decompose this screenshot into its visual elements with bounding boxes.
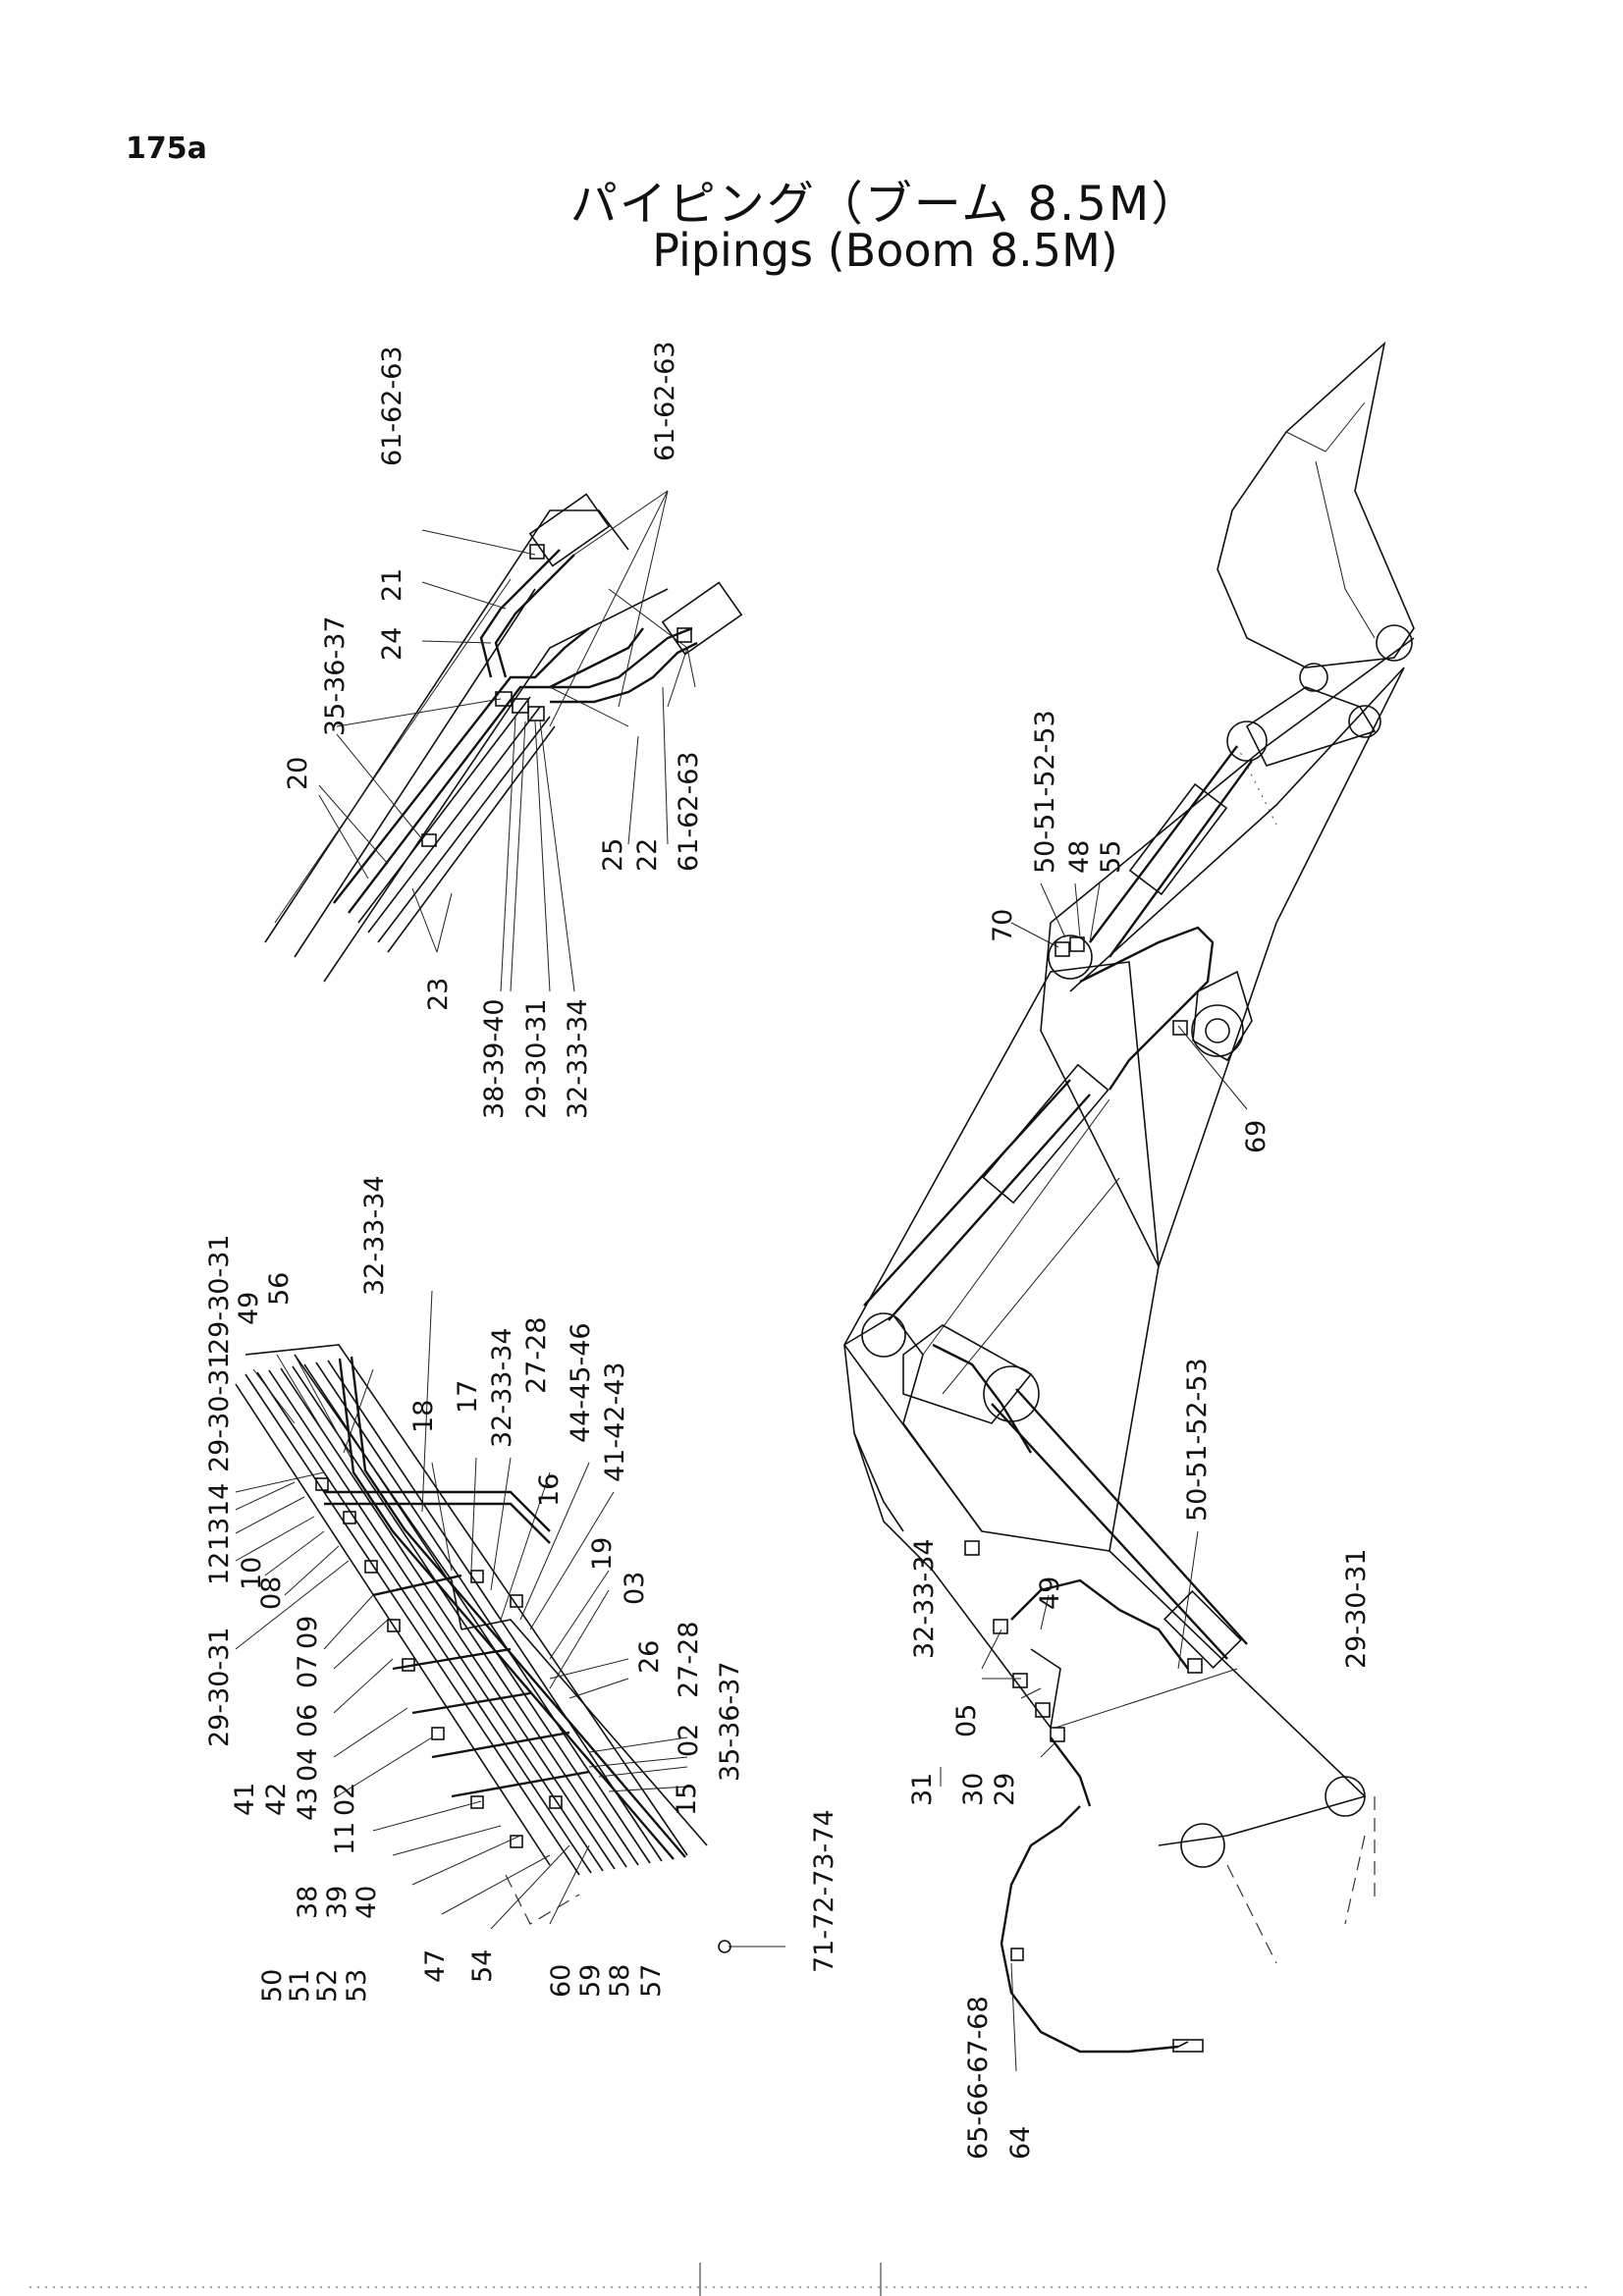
callout-left-35-36-37: 35-36-37 xyxy=(715,1661,745,1782)
callout-top-12: 22 xyxy=(632,838,663,872)
callout-left-52: 52 xyxy=(312,1969,343,2002)
callout-right-48: 48 xyxy=(1064,840,1095,874)
callout-left-43: 43 xyxy=(293,1788,323,1821)
callout-left-50: 50 xyxy=(257,1969,288,2002)
callout-left-56: 56 xyxy=(264,1272,295,1306)
callout-left-09: 09 xyxy=(293,1616,323,1649)
callout-right-05: 05 xyxy=(951,1704,982,1737)
callout-left-42: 42 xyxy=(261,1783,292,1816)
callout-right-64: 64 xyxy=(1005,2126,1036,2160)
callout-top-8: 38-39-40 xyxy=(479,998,510,1119)
callout-top-5: 35-36-37 xyxy=(320,615,351,736)
callout-right-32-33-34: 32-33-34 xyxy=(909,1538,940,1659)
callout-left-02-b: 02 xyxy=(674,1724,704,1757)
callout-left-47: 47 xyxy=(420,1949,451,1983)
callout-left-27-28-b: 27-28 xyxy=(674,1622,704,1698)
callout-right-70: 70 xyxy=(988,909,1018,942)
top-callouts: 61-62-63 61-62-63 21 24 35-36-37 20 23 3… xyxy=(283,341,704,1119)
callout-left-40: 40 xyxy=(352,1886,382,1919)
callout-left-19: 19 xyxy=(587,1537,618,1571)
callout-top-3: 21 xyxy=(377,568,407,602)
callout-left-32-33-34-b: 32-33-34 xyxy=(487,1327,517,1448)
callout-top-9: 29-30-31 xyxy=(521,998,552,1119)
callout-left-26: 26 xyxy=(634,1640,665,1674)
callout-left-32-33-34-a: 32-33-34 xyxy=(359,1175,390,1296)
title-english: Pipings (Boom 8.5M) xyxy=(652,224,1118,277)
callout-right-65-66-67-68: 65-66-67-68 xyxy=(963,1996,994,2160)
callout-top-7: 23 xyxy=(423,978,454,1011)
callout-left-59: 59 xyxy=(575,1964,606,1998)
callout-left-04: 04 xyxy=(293,1748,323,1782)
callout-right-29: 29 xyxy=(990,1773,1020,1806)
callout-right-30: 30 xyxy=(958,1773,989,1806)
callout-left-18: 18 xyxy=(408,1400,439,1433)
callout-left-17: 17 xyxy=(453,1380,483,1414)
callout-left-13: 13 xyxy=(204,1518,235,1551)
right-leaders xyxy=(981,882,1248,2072)
callout-left-51: 51 xyxy=(285,1969,315,2002)
callout-left-08: 08 xyxy=(256,1576,287,1610)
callout-top-6: 20 xyxy=(283,757,313,790)
callout-left-29-30-31-a: 29-30-31 xyxy=(204,1352,235,1472)
callout-left-11: 11 xyxy=(330,1822,360,1855)
callout-left-39: 39 xyxy=(322,1886,352,1919)
callout-left-38: 38 xyxy=(293,1886,323,1919)
title-japanese: パイピング（ブーム 8.5M） xyxy=(569,177,1201,232)
callout-top-13: 61-62-63 xyxy=(674,751,704,872)
callout-left-71-72-73-74: 71-72-73-74 xyxy=(809,1809,839,1973)
top-detail-drawing xyxy=(264,493,743,983)
callout-right-50-51-52-53-a: 50-51-52-53 xyxy=(1030,710,1060,874)
callout-right-49: 49 xyxy=(1035,1576,1065,1610)
left-detail-drawing xyxy=(235,1344,785,1953)
callout-left-14: 14 xyxy=(204,1483,235,1517)
callout-right-55: 55 xyxy=(1096,840,1126,874)
callout-left-54: 54 xyxy=(467,1949,498,1983)
callout-top-2: 61-62-63 xyxy=(650,341,680,461)
callout-left-60: 60 xyxy=(546,1964,576,1998)
left-leaders xyxy=(235,1290,688,1930)
callout-top-11: 25 xyxy=(598,838,628,872)
callout-left-49: 49 xyxy=(234,1292,264,1325)
right-callouts: 50-51-52-53 48 55 70 69 50-51-52-53 49 3… xyxy=(907,710,1372,2160)
callout-left-29-30-31-c: 29-30-31 xyxy=(204,1627,235,1747)
callout-left-02-a: 02 xyxy=(330,1783,360,1816)
scan-edge-marks xyxy=(29,2263,1591,2296)
left-callouts: 49 56 32-33-34 29-30-31 29-30-31 14 13 1… xyxy=(204,1175,839,2002)
callout-right-50-51-52-53-b: 50-51-52-53 xyxy=(1182,1358,1213,1522)
callout-left-53: 53 xyxy=(342,1969,372,2002)
callout-left-27-28-a: 27-28 xyxy=(521,1317,552,1394)
callout-right-31: 31 xyxy=(907,1773,938,1806)
page-number: 175a xyxy=(126,132,207,166)
boom-arm-drawing xyxy=(843,341,1415,2054)
callout-left-07: 07 xyxy=(293,1655,323,1688)
callout-top-4: 24 xyxy=(377,627,407,661)
callout-top-10: 32-33-34 xyxy=(563,998,593,1119)
callout-left-10: 10 xyxy=(237,1557,267,1590)
callout-left-29-30-31-b: 29-30-31 xyxy=(204,1234,235,1355)
callout-left-57: 57 xyxy=(636,1964,667,1998)
callout-left-03: 03 xyxy=(620,1572,650,1605)
callout-left-58: 58 xyxy=(605,1964,635,1998)
callout-top-1: 61-62-63 xyxy=(377,346,407,466)
callout-left-44-45-46: 44-45-46 xyxy=(566,1322,596,1443)
callout-left-41-42-43: 41-42-43 xyxy=(600,1362,630,1482)
top-leaders xyxy=(318,490,696,992)
callout-left-06: 06 xyxy=(293,1704,323,1737)
callout-left-12: 12 xyxy=(204,1552,235,1585)
callout-right-69: 69 xyxy=(1241,1120,1271,1153)
callout-left-15: 15 xyxy=(672,1783,702,1816)
callout-left-41: 41 xyxy=(230,1783,260,1816)
callout-right-29-30-31: 29-30-31 xyxy=(1341,1548,1372,1669)
callout-left-16: 16 xyxy=(534,1473,565,1507)
